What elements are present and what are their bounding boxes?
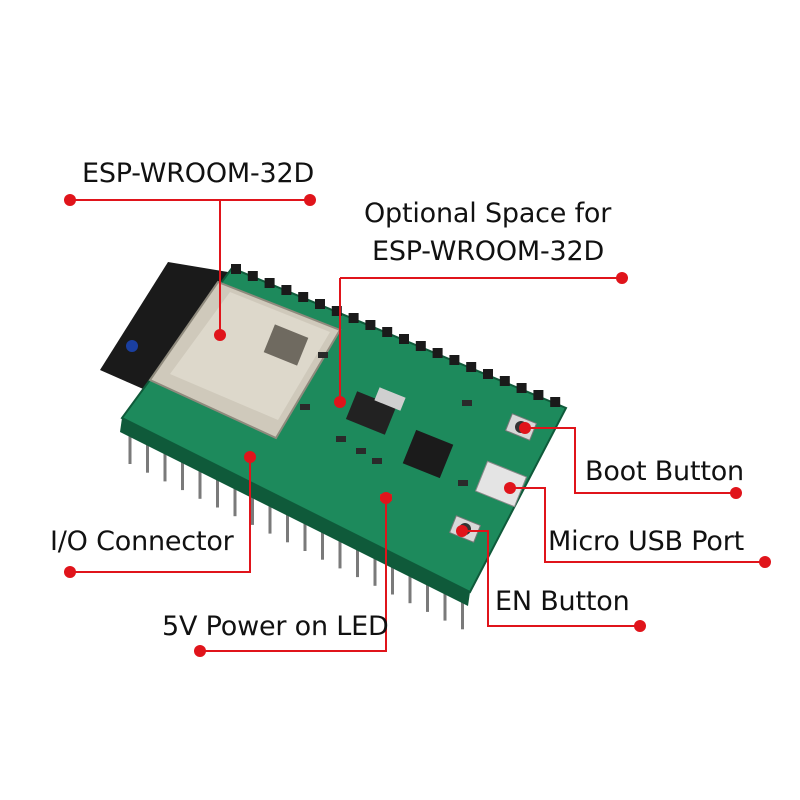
header-pin <box>181 454 184 491</box>
header-pin <box>338 532 342 569</box>
header-pin-base <box>533 390 544 400</box>
header-pin-base <box>449 355 460 365</box>
header-pin-base <box>432 348 443 358</box>
callout-leader-lines <box>70 199 765 652</box>
label-esp-wroom-32d: ESP-WROOM-32D <box>82 158 315 189</box>
module-shield-highlight <box>170 292 330 420</box>
top-pin-header <box>231 264 561 407</box>
pcb-board-edge <box>120 418 470 606</box>
header-pin <box>268 497 272 534</box>
header-pin <box>356 541 359 578</box>
header-pin <box>251 488 254 525</box>
header-pin <box>163 445 167 482</box>
header-pin-base <box>483 369 493 379</box>
header-pin-base <box>466 362 477 372</box>
label-micro-usb-port: Micro USB Port <box>548 526 744 557</box>
header-pin <box>198 462 202 499</box>
label-boot-button: Boot Button <box>585 456 744 487</box>
regulator-tab <box>374 387 406 411</box>
header-pin-base <box>516 383 527 393</box>
usb-uart-chip <box>402 429 454 479</box>
header-pin <box>216 471 219 508</box>
header-pin-base <box>399 334 409 344</box>
header-pin <box>461 593 464 630</box>
header-pin-base <box>382 327 393 337</box>
pcb-antenna <box>100 262 228 392</box>
header-pin <box>443 584 447 621</box>
header-pin-base <box>499 376 510 386</box>
header-pin-base <box>247 271 258 281</box>
header-pin-base <box>331 306 342 316</box>
header-pin <box>146 436 149 473</box>
header-pin-base <box>550 397 561 407</box>
header-pin <box>373 549 377 586</box>
header-pin <box>128 428 132 464</box>
header-pin <box>408 567 412 604</box>
module-qr-code <box>263 324 309 366</box>
header-pin-base <box>231 264 241 274</box>
header-pin <box>426 575 429 612</box>
header-pin <box>303 515 307 551</box>
header-pin <box>286 506 289 543</box>
header-pin-base <box>348 313 359 323</box>
micro-usb-port <box>474 460 528 508</box>
label-en-button: EN Button <box>495 586 630 617</box>
header-pin-base <box>281 285 292 295</box>
label-optional-space-line1: Optional Space for <box>364 198 612 229</box>
antenna-dot <box>126 340 138 352</box>
header-pin-base <box>415 341 426 351</box>
header-pin <box>321 523 324 560</box>
header-pin <box>233 480 237 517</box>
label-io-connector: I/O Connector <box>50 526 234 557</box>
header-pin <box>391 558 394 595</box>
label-optional-space-line2: ESP-WROOM-32D <box>372 236 605 267</box>
header-pin-base <box>264 278 275 288</box>
header-pin-base <box>298 292 309 302</box>
header-pin-base <box>365 320 376 330</box>
callout-dots <box>64 194 771 657</box>
header-pin-base <box>315 299 325 309</box>
label-5v-power-led: 5V Power on LED <box>162 611 389 642</box>
